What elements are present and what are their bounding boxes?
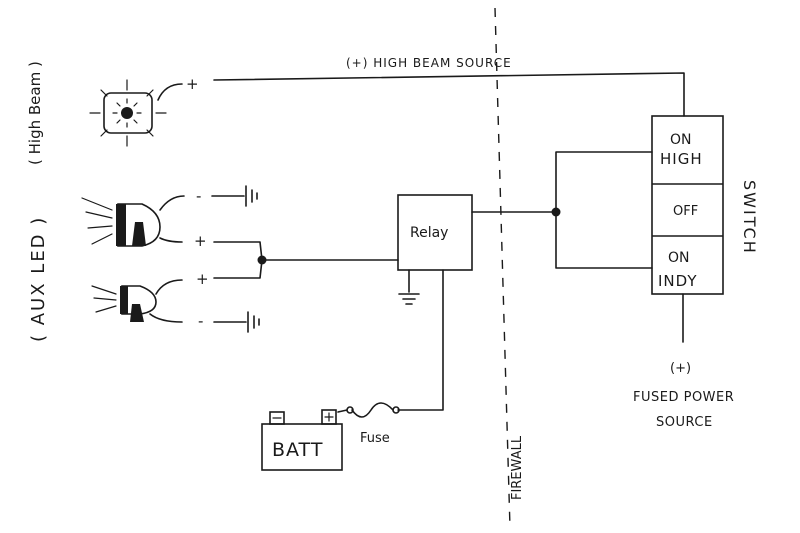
lamp1-plus-label: + xyxy=(194,232,207,250)
relay-label: Relay xyxy=(410,225,448,241)
fuse-icon xyxy=(346,402,400,418)
lamp2-ground-icon xyxy=(247,311,260,333)
high-beam-source-label: (+) HIGH BEAM SOURCE xyxy=(346,56,512,70)
switch-on-high-line1: ON xyxy=(670,132,692,148)
aux-led-lamp-2-icon xyxy=(91,279,183,323)
battery-positive-wire xyxy=(337,409,348,413)
switch-on-indy-line2: INDY xyxy=(658,272,698,290)
switch-on-indy-line1: ON xyxy=(668,250,690,266)
relay-battery-wire xyxy=(397,269,444,411)
fused-power-line1: FUSED POWER xyxy=(633,390,734,405)
lamp2-plus-label: + xyxy=(196,270,209,288)
aux-led-label: ( AUX LED ) xyxy=(28,216,49,342)
lamp1-positive-wire xyxy=(213,241,263,261)
high-beam-lamp-icon xyxy=(89,79,183,147)
lamp2-positive-wire xyxy=(213,259,263,279)
firewall-label: FIREWALL xyxy=(510,435,525,500)
fuse-label: Fuse xyxy=(360,431,390,446)
relay-box xyxy=(397,194,473,271)
lamp1-minus-label: - xyxy=(196,187,201,205)
lamp2-minus-label: - xyxy=(198,312,203,330)
switch-label: SWITCH xyxy=(740,180,759,255)
high-beam-source-wire xyxy=(213,72,685,117)
high-beam-plus-label: + xyxy=(186,75,199,93)
aux-led-lamp-1-icon xyxy=(81,195,185,247)
battery-label: BATT xyxy=(272,439,323,461)
high-beam-label: ( High Beam ) xyxy=(26,61,44,165)
fused-power-plus: (+) xyxy=(670,361,691,376)
switch-on-high-line2: HIGH xyxy=(660,150,703,168)
switch-indy-wire xyxy=(555,211,653,269)
relay-ground-icon xyxy=(398,293,420,305)
switch-high-wire xyxy=(555,151,653,213)
firewall-line xyxy=(494,7,511,529)
battery-icon xyxy=(261,409,343,471)
lamp1-ground-icon xyxy=(245,185,258,207)
fused-power-line2: SOURCE xyxy=(656,415,713,430)
switch-off-label: OFF xyxy=(673,204,698,219)
switch-body xyxy=(651,115,724,295)
